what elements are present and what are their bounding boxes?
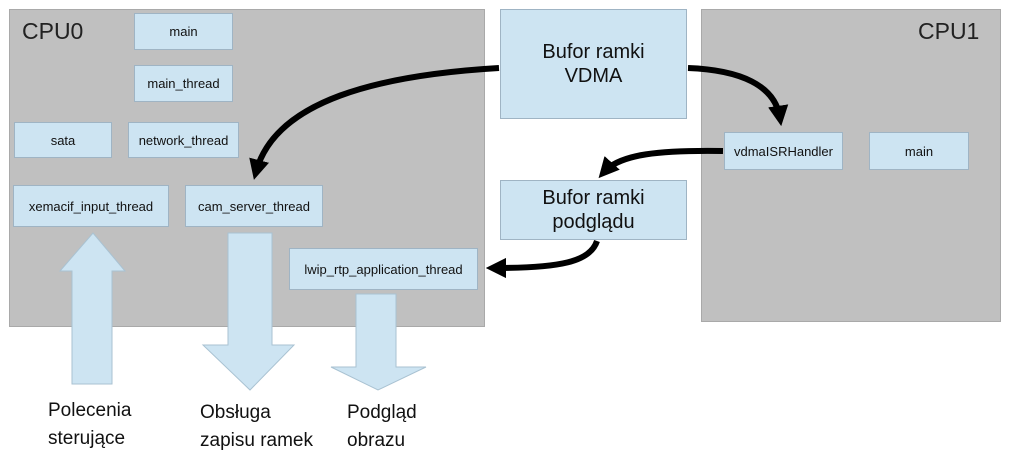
network-thread-box: network_thread xyxy=(128,122,239,158)
preview-frame-buffer-line1: Bufor ramki xyxy=(542,187,645,209)
preview-buffer-to-lwip-arrow xyxy=(485,239,600,279)
vdma-to-cam-server-arrow xyxy=(249,65,500,180)
frame-recording-output-arrow xyxy=(201,232,296,391)
image-preview-line2: obrazu xyxy=(347,430,406,451)
cam-server-thread-box: cam_server_thread xyxy=(185,185,323,227)
main-thread-box: main_thread xyxy=(134,65,233,102)
cpu0-label: CPU0 xyxy=(22,18,84,44)
vdma-frame-buffer-box: Bufor ramki VDMA xyxy=(500,9,687,119)
vdma-frame-buffer-line1: Bufor ramki xyxy=(542,41,645,63)
control-input-arrow xyxy=(58,232,127,385)
control-commands-caption: Polecenia sterujące xyxy=(48,397,131,453)
cpu1-label: CPU1 xyxy=(918,18,980,44)
preview-frame-buffer-line2: podglądu xyxy=(552,211,635,233)
image-preview-caption: Podgląd obrazu xyxy=(347,399,417,455)
preview-frame-buffer-box: Bufor ramki podglądu xyxy=(500,180,687,240)
sata-box: sata xyxy=(14,122,112,158)
isr-handler-to-preview-buffer-arrow xyxy=(598,147,724,179)
cpu1-main-box: main xyxy=(869,132,969,170)
cpu0-main-box: main xyxy=(134,13,233,50)
image-preview-line1: Podgląd xyxy=(347,402,417,423)
control-commands-line2: sterujące xyxy=(48,428,126,449)
control-commands-line1: Polecenia xyxy=(48,400,132,421)
frame-recording-caption: Obsługa zapisu ramek xyxy=(200,399,313,455)
frame-recording-line2: zapisu ramek xyxy=(200,430,313,451)
vdma-isr-handler-box: vdmaISRHandler xyxy=(724,132,843,170)
lwip-rtp-application-thread-box: lwip_rtp_application_thread xyxy=(289,248,478,290)
vdma-frame-buffer-line2: VDMA xyxy=(564,65,623,87)
image-preview-output-arrow xyxy=(330,293,427,391)
frame-recording-line1: Obsługa xyxy=(200,402,271,423)
xemacif-input-thread-box: xemacif_input_thread xyxy=(13,185,169,227)
vdma-to-isr-handler-arrow xyxy=(687,65,789,127)
